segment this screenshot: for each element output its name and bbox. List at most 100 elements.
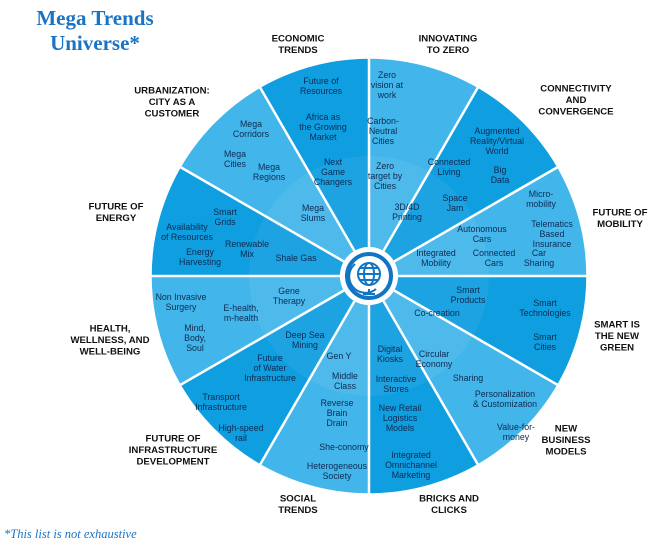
trend-item-label-line: Based [540,229,565,239]
trend-item-label-line: Infrastructure [195,402,247,412]
trend-item-label-line: m-health [224,313,258,323]
sector-inner-band [249,276,344,336]
sector-wedge [260,301,369,494]
trend-item-label-line: Circular [419,349,449,359]
trend-item-label-line: Slums [301,213,326,223]
trend-item-label-line: Cities [224,159,247,169]
trend-item-label-line: Mega [258,162,280,172]
sector-title-line: DEVELOPMENT [136,457,209,468]
trend-item-label-line: work [377,90,397,100]
sector-title-line: URBANIZATION: [134,86,210,97]
trend-item-label-line: Economy [416,359,453,369]
trend-item-label-line: Smart [533,298,557,308]
sector-inner-band [394,216,489,276]
sector-title-line: AND [566,95,587,106]
sector-wedge [180,87,355,262]
hub-ring [345,252,393,300]
trend-item-label-line: High-speed [219,423,264,433]
trend-item-label-line: Regions [253,172,286,182]
trend-item-label-line: Resources [300,86,343,96]
trend-item-label-line: Mega [240,119,262,129]
trend-item-label-line: Mix [240,249,254,259]
trend-item-label-line: Cities [372,136,395,146]
trend-item-label-line: Cities [534,342,557,352]
trend-item-label-line: Transport [202,392,240,402]
trend-item-label-line: rail [235,433,247,443]
sector-title-line: INFRASTRUCTURE [129,445,218,456]
trend-item-label-line: Logistics [383,413,418,423]
trend-item-label-line: Energy [186,247,214,257]
trend-item-label-line: Carbon- [367,116,399,126]
trend-item-label-line: Game [321,167,345,177]
trend-item-label-line: Surgery [166,302,197,312]
trend-item-label-line: Insurance [533,239,572,249]
trend-item-label-line: of Water [254,363,287,373]
sector-wedge [369,58,478,251]
sector-wedge [369,301,478,494]
sector-title-line: WELL-BEING [80,347,141,358]
sector-inner-band [369,156,429,251]
trend-item-label: Gen Y [327,351,352,361]
trend-item-label-line: Market [310,132,337,142]
trend-item-label-line: Therapy [273,296,306,306]
trend-item-label-line: Interactive [376,374,417,384]
trend-item-label-line: Big [494,165,507,175]
trend-item-label-line: Neutral [369,126,397,136]
sector-title-line: GREEN [600,343,634,354]
trend-item-label-line: Technologies [519,308,571,318]
sector-title-line: ENERGY [96,213,137,224]
trend-item-label-line: Reality/Virtual [470,136,524,146]
sector-wedge [260,58,369,251]
trend-item-label-line: Deep Sea [285,330,324,340]
trend-item-label-line: Smart [533,332,557,342]
trend-item-label-line: New Retail [379,403,422,413]
trend-item-label-line: & Customization [473,399,537,409]
sector-divider [179,165,345,263]
sector-title-line: SMART IS [594,320,640,331]
trend-item-label: Value-for-money [497,422,535,442]
trend-item-label-line: Integrated [416,248,456,258]
sector-title-line: ECONOMIC [272,33,325,44]
sector-inner-band [309,156,369,251]
trend-item-label-line: Space [443,193,468,203]
trend-item-label-line: Infrastructure [244,373,296,383]
sector-title-line: CLICKS [431,505,467,516]
sector-divider [179,289,345,387]
sector-title-line: WELLNESS, AND [70,335,149,346]
trend-item-label-line: E-health, [223,303,258,313]
trend-item-label-line: Society [323,471,352,481]
trend-item-label-line: Changers [314,177,353,187]
trend-item-label-line: 3D/4D [395,202,420,212]
sector-title-line: THE NEW [595,331,640,342]
trend-item-label-line: Body, [184,333,206,343]
trend-item-label: Mind,Body,Soul [184,323,206,353]
sector-inner-band [369,301,429,396]
sector-inner-band [383,290,473,380]
sector-title-line: FUTURE OF [146,434,201,445]
sector-title-line: MOBILITY [597,219,643,230]
sector-wedge [394,167,587,276]
trend-item-label-line: Grids [214,217,236,227]
trend-item-label-line: vision at [371,80,404,90]
sector-title-line: BUSINESS [541,435,591,446]
sector-wedge [383,290,558,465]
footnote: *This list is not exhaustive [4,527,137,541]
title-line-2: Universe* [50,31,140,55]
sector-title-line: NEW [555,424,578,435]
trend-item-label-line: Heterogeneous [307,461,368,471]
